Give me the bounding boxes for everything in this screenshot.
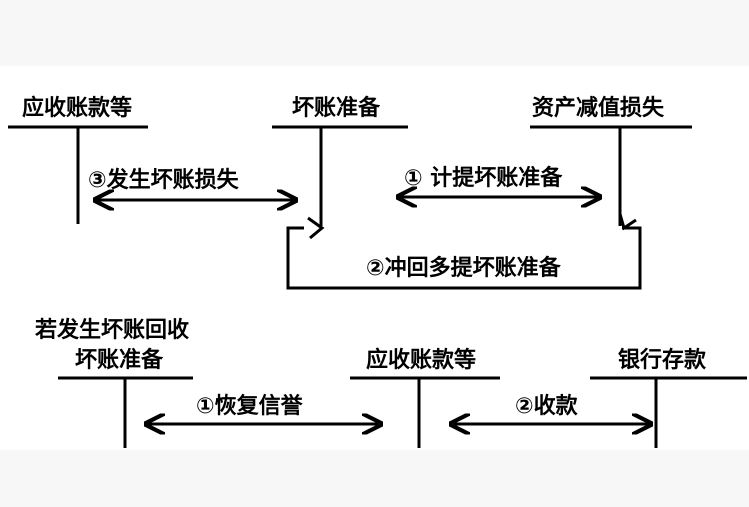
label-bad-debt-bottom: 坏账准备 [75,348,164,373]
reversal-arrowhead-right [618,213,637,231]
label-arrow-restore-credit: ①恢复信誉 [196,394,303,419]
heading-recovery: 若发生坏账回收 [35,318,190,343]
t-account-receivables-bottom [350,376,500,448]
label-arrow-reversal: ②冲回多提坏账准备 [366,256,561,281]
t-account-bad-debt-top [272,125,408,226]
bottom-gray-band [0,450,749,507]
label-arrow-collection: ②收款 [515,394,578,419]
t-account-receivables-top [8,125,148,224]
label-arrow-provision: ① 计提坏账准备 [404,166,563,191]
label-bad-debt-top: 坏账准备 [292,96,381,121]
reversal-connector [286,226,642,290]
label-receivables-top: 应收账款等 [22,96,133,121]
label-receivables-bottom: 应收账款等 [366,348,477,373]
t-account-bad-debt-bottom [58,376,193,448]
top-gray-band [0,0,749,66]
t-account-bank-bottom [590,376,747,448]
label-arrow-bad-debt-loss: ③发生坏账损失 [88,168,239,193]
label-impairment-top: 资产减值损失 [532,96,665,121]
reversal-arrowhead-left [307,216,325,240]
t-account-impairment-top [530,125,692,226]
label-bank-bottom: 银行存款 [618,348,707,373]
